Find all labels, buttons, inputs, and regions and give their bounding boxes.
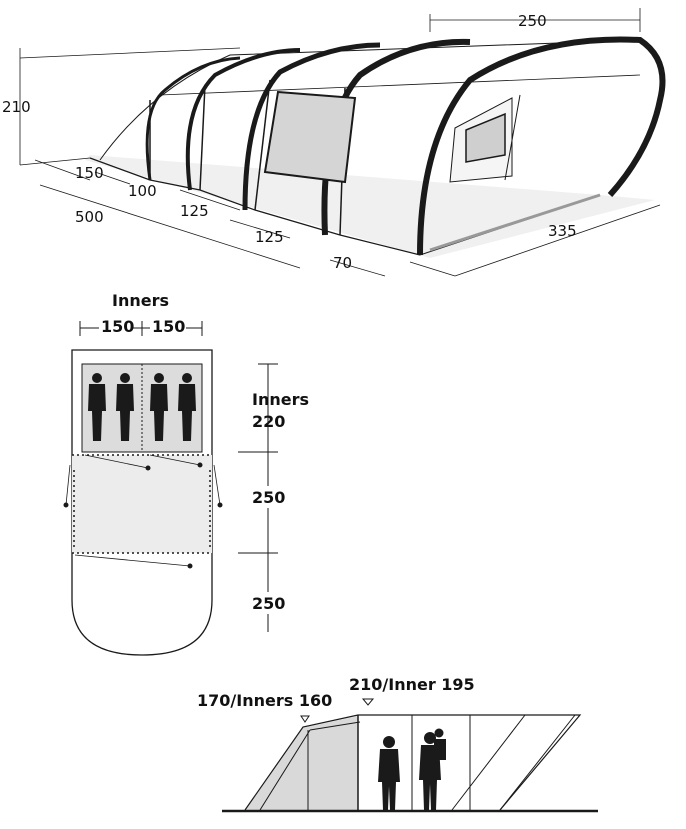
sleeper-figure (116, 373, 134, 441)
dim-section-125a: 125 (180, 202, 209, 220)
living-depth-value: 250 (252, 488, 285, 507)
inners-depth-label: Inners (252, 390, 309, 409)
sleeper-figure (150, 373, 168, 441)
rear-window (465, 112, 506, 163)
perspective-dimensions (19, 8, 661, 277)
adult-with-child-figure (419, 728, 446, 810)
dim-section-100: 100 (128, 182, 157, 200)
side-window (263, 90, 357, 184)
living-area (72, 455, 212, 553)
dim-length: 500 (75, 208, 104, 226)
inner-width-right: 150 (152, 317, 185, 336)
arch-5 (417, 36, 666, 256)
side-profile (222, 698, 598, 813)
dim-width: 250 (518, 12, 547, 30)
porch-depth-value: 250 (252, 594, 285, 613)
arch-3 (242, 42, 381, 211)
floor-plan (63, 349, 223, 656)
standing-figures (378, 728, 446, 810)
sleeper-figure (178, 373, 196, 441)
rear-height-marker (300, 715, 310, 723)
inner-tent-profile (245, 716, 358, 810)
dim-depth: 335 (548, 222, 577, 240)
tent-perspective-view (85, 36, 666, 258)
dim-height: 210 (2, 98, 31, 116)
inners-depth-value: 220 (252, 412, 285, 431)
inner-width-left: 150 (101, 317, 134, 336)
arch-2 (185, 48, 301, 191)
adult-figure (378, 736, 400, 810)
sleeper-figures (88, 373, 196, 441)
arch-1 (145, 56, 241, 181)
rear-height-label: 170/Inners 160 (197, 691, 332, 710)
dim-section-70: 70 (333, 254, 352, 272)
inners-width-label: Inners (112, 291, 169, 310)
dim-front-depth: 150 (75, 164, 104, 182)
front-height-label: 210/Inner 195 (349, 675, 475, 694)
front-height-marker (361, 698, 375, 706)
ground-area (85, 155, 655, 258)
dim-section-125b: 125 (255, 228, 284, 246)
sleeper-figure (88, 373, 106, 441)
